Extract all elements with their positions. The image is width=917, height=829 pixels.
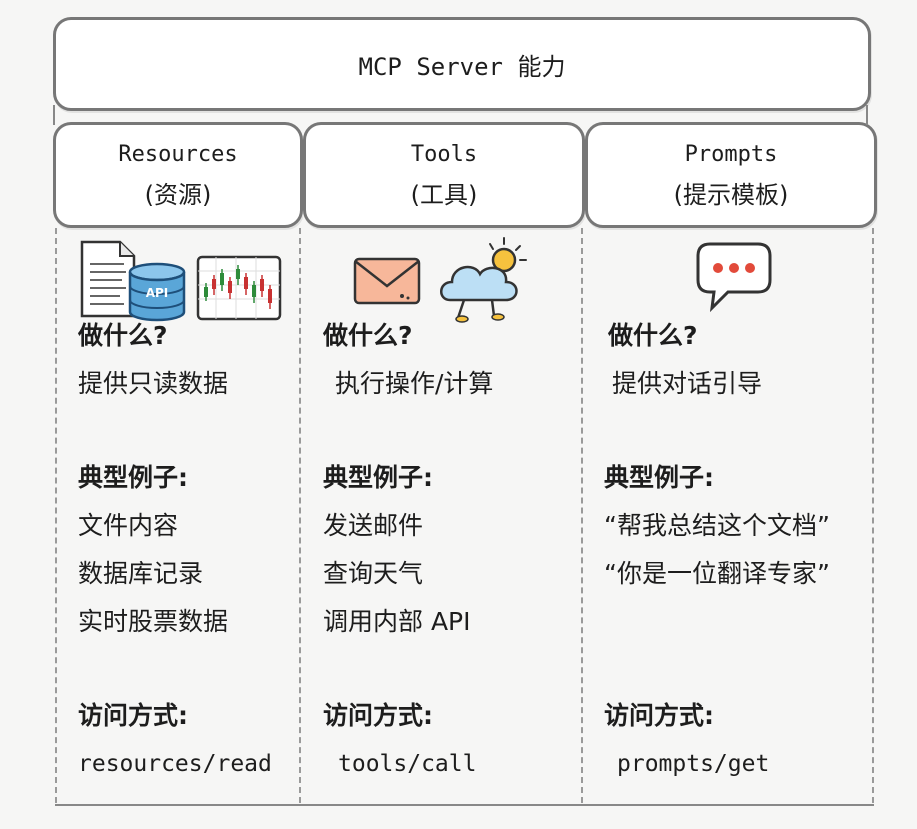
resources-name-cn: (资源) — [144, 181, 212, 209]
prompts-what: 提供对话引导 — [612, 369, 763, 398]
prompts-what-label: 做什么? — [608, 321, 698, 350]
resources-what: 提供只读数据 — [78, 369, 229, 398]
left-border — [55, 228, 57, 803]
resources-example: 文件内容 — [78, 511, 179, 540]
frame-line — [53, 105, 55, 125]
prompts-access-label: 访问方式: — [604, 701, 714, 730]
tools-example: 查询天气 — [323, 559, 424, 588]
api-database-icon: API — [128, 262, 186, 322]
api-label: API — [146, 286, 169, 300]
tools-examples-label: 典型例子: — [323, 463, 433, 492]
prompts-example: “你是一位翻译专家” — [604, 559, 830, 588]
resources-example: 数据库记录 — [78, 559, 204, 588]
resources-what-label: 做什么? — [78, 321, 168, 350]
chat-bubble-icon — [696, 242, 772, 313]
title-box: MCP Server 能力 — [53, 17, 871, 111]
prompts-examples-label: 典型例子: — [604, 463, 714, 492]
stock-chart-icon — [196, 255, 282, 321]
bottom-border — [55, 804, 874, 806]
tools-name-cn: (工具) — [410, 181, 478, 209]
weather-cloud-icon — [440, 237, 527, 323]
column-divider — [581, 228, 583, 803]
resources-header: Resources (资源) — [53, 122, 303, 228]
right-border — [872, 228, 874, 803]
tools-access: tools/call — [338, 751, 477, 777]
envelope-icon — [353, 257, 421, 305]
resources-name: Resources — [118, 142, 238, 167]
tools-what: 执行操作/计算 — [335, 369, 494, 398]
frame-line — [866, 105, 868, 125]
page-title: MCP Server 能力 — [358, 52, 566, 81]
prompts-name-cn: (提示模板) — [673, 181, 789, 209]
prompts-header: Prompts (提示模板) — [585, 122, 877, 228]
tools-name: Tools — [410, 142, 478, 167]
resources-examples-label: 典型例子: — [78, 463, 188, 492]
tools-header: Tools (工具) — [303, 122, 585, 228]
resources-access-label: 访问方式: — [78, 701, 188, 730]
tools-what-label: 做什么? — [323, 321, 413, 350]
tools-access-label: 访问方式: — [323, 701, 433, 730]
column-divider — [299, 228, 301, 803]
tools-example: 发送邮件 — [323, 511, 424, 540]
resources-access: resources/read — [78, 751, 272, 777]
prompts-name: Prompts — [684, 142, 778, 167]
prompts-access: prompts/get — [617, 751, 770, 777]
tools-example: 调用内部 API — [323, 607, 471, 636]
prompts-example: “帮我总结这个文档” — [604, 511, 830, 540]
resources-example: 实时股票数据 — [78, 607, 229, 636]
